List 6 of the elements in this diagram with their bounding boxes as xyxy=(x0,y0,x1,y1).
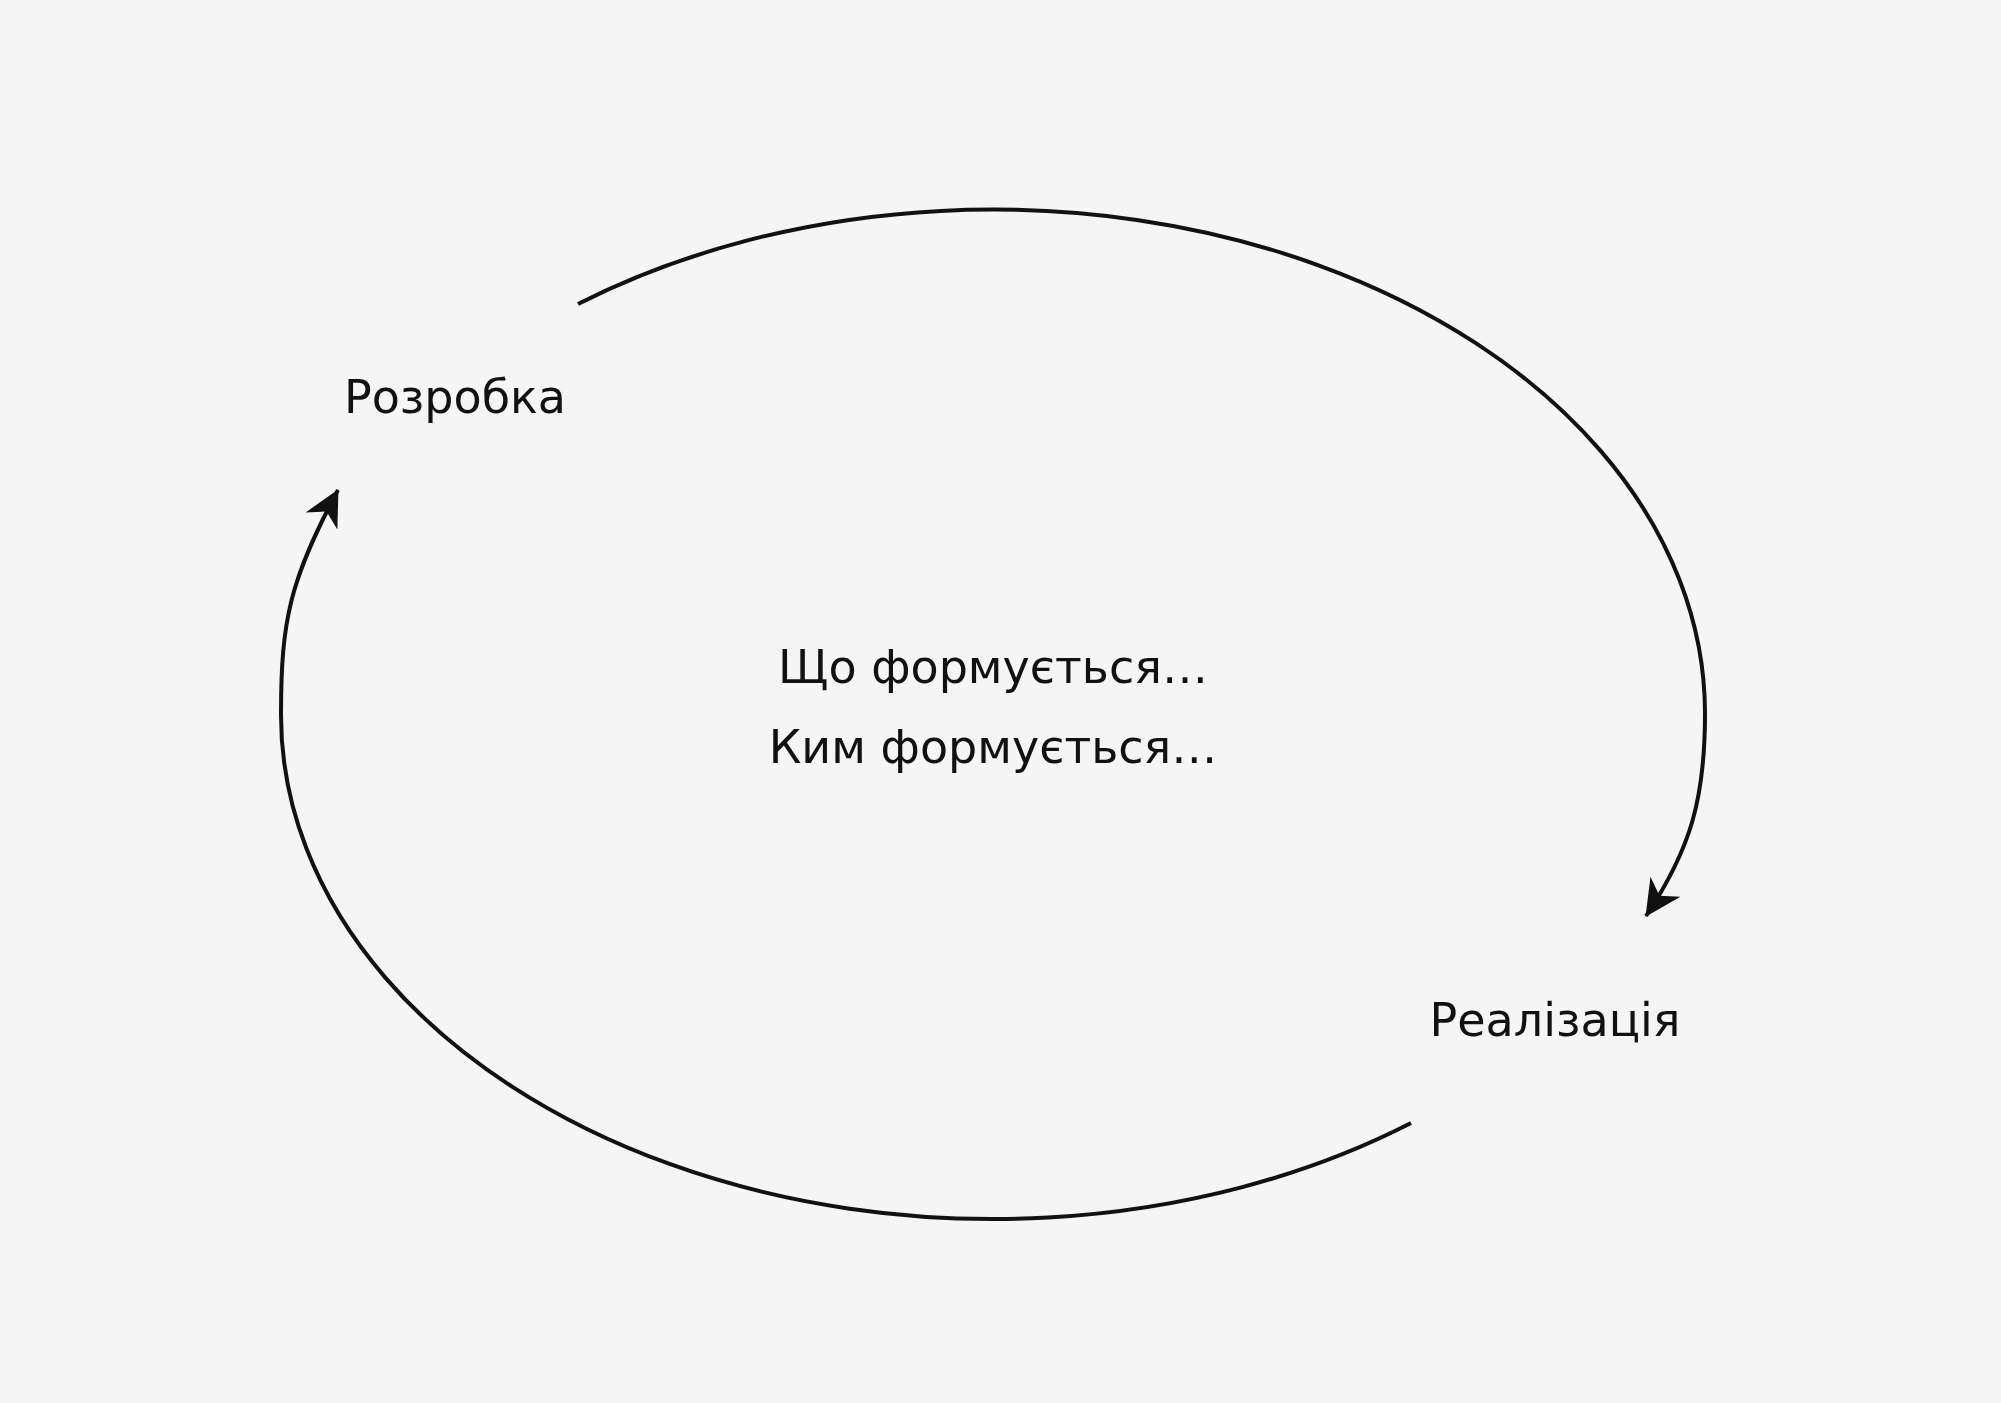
question-text: Ким формується… xyxy=(768,720,1218,774)
stage-label: Реалізація xyxy=(1429,992,1681,1047)
curved-arrow xyxy=(279,489,1412,1221)
stage-label: Розробка xyxy=(344,370,566,424)
curved-arrow xyxy=(577,207,1707,918)
question-text: Що формується… xyxy=(778,640,1208,694)
